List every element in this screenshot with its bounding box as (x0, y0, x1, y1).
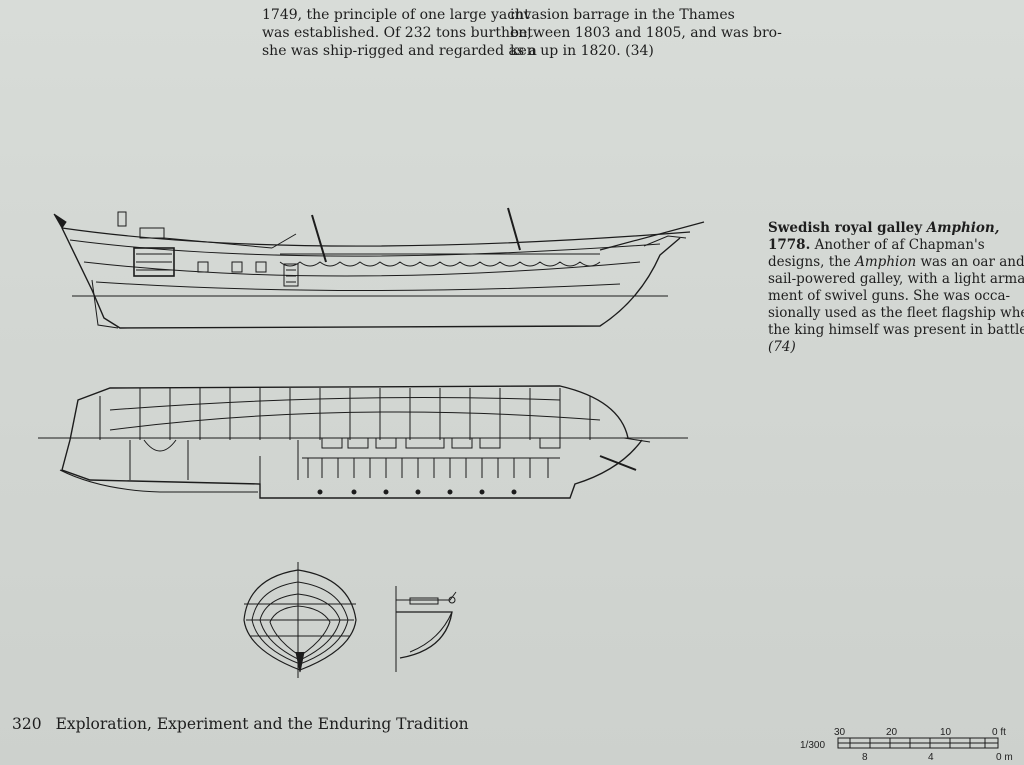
caption-line: designs, the Amphion was an oar and (768, 254, 1024, 271)
text-line: she was ship-rigged and regarded as a (262, 43, 537, 59)
caption-line: 1778. Another of af Chapman's (768, 237, 1018, 254)
scale-ft-label: 0 ft (992, 727, 1006, 738)
deck-plan-drawing (38, 385, 688, 499)
running-title: Exploration, Experiment and the Enduring… (55, 715, 469, 733)
caption-line: Swedish royal galley Amphion, (768, 220, 1018, 237)
caption-year: 1778. (768, 237, 811, 253)
caption-text: Another of af Chapman's (810, 237, 985, 253)
page-footer: 320 Exploration, Experiment and the Endur… (12, 715, 483, 733)
sheer-plan-drawing (53, 207, 705, 329)
text-line: ken up in 1820. (34) (510, 43, 654, 59)
caption-line: the king himself was present in battle. (768, 322, 1024, 338)
caption-text: designs, the (768, 254, 856, 270)
text-line: between 1803 and 1805, and was bro- (510, 25, 782, 41)
body-plan-drawing (243, 562, 357, 678)
stern-detail-drawing (395, 586, 457, 672)
text-line: invasion barrage in the Thames (510, 7, 735, 23)
top-left-column: 1749, the principle of one large yacht w… (262, 0, 537, 60)
caption-line: sionally used as the fleet flagship when (768, 305, 1024, 321)
scale-ft-label: 20 (886, 727, 898, 738)
text-line: 1749, the principle of one large yacht (262, 7, 530, 23)
top-right-column: invasion barrage in the Thames between 1… (510, 0, 782, 60)
caption-reference: (74) (768, 339, 796, 355)
scale-m-label: 0 m (996, 752, 1013, 763)
text-line: was established. Of 232 tons burthen, (262, 25, 532, 41)
caption-ship-name: Amphion (855, 254, 917, 270)
scale-ratio: 1/300 (800, 740, 825, 751)
caption-text: was an oar and (916, 254, 1024, 270)
caption-line: ment of swivel guns. She was occa- (768, 288, 1011, 304)
caption-line: sail-powered galley, with a light arma- (768, 271, 1024, 287)
scale-bar: 30 20 10 0 ft 8 4 0 m 1/300 (800, 727, 1013, 763)
caption-title-ship: Amphion, (926, 220, 1000, 236)
figure-caption: Swedish royal galley Amphion, 1778. Anot… (768, 220, 1024, 356)
page-number: 320 (12, 715, 42, 733)
scale-ft-label: 10 (940, 727, 952, 738)
scale-m-label: 8 (862, 752, 868, 763)
scale-m-label: 4 (928, 752, 934, 763)
caption-title: Swedish royal galley (768, 220, 927, 236)
scale-ft-label: 30 (834, 727, 846, 738)
